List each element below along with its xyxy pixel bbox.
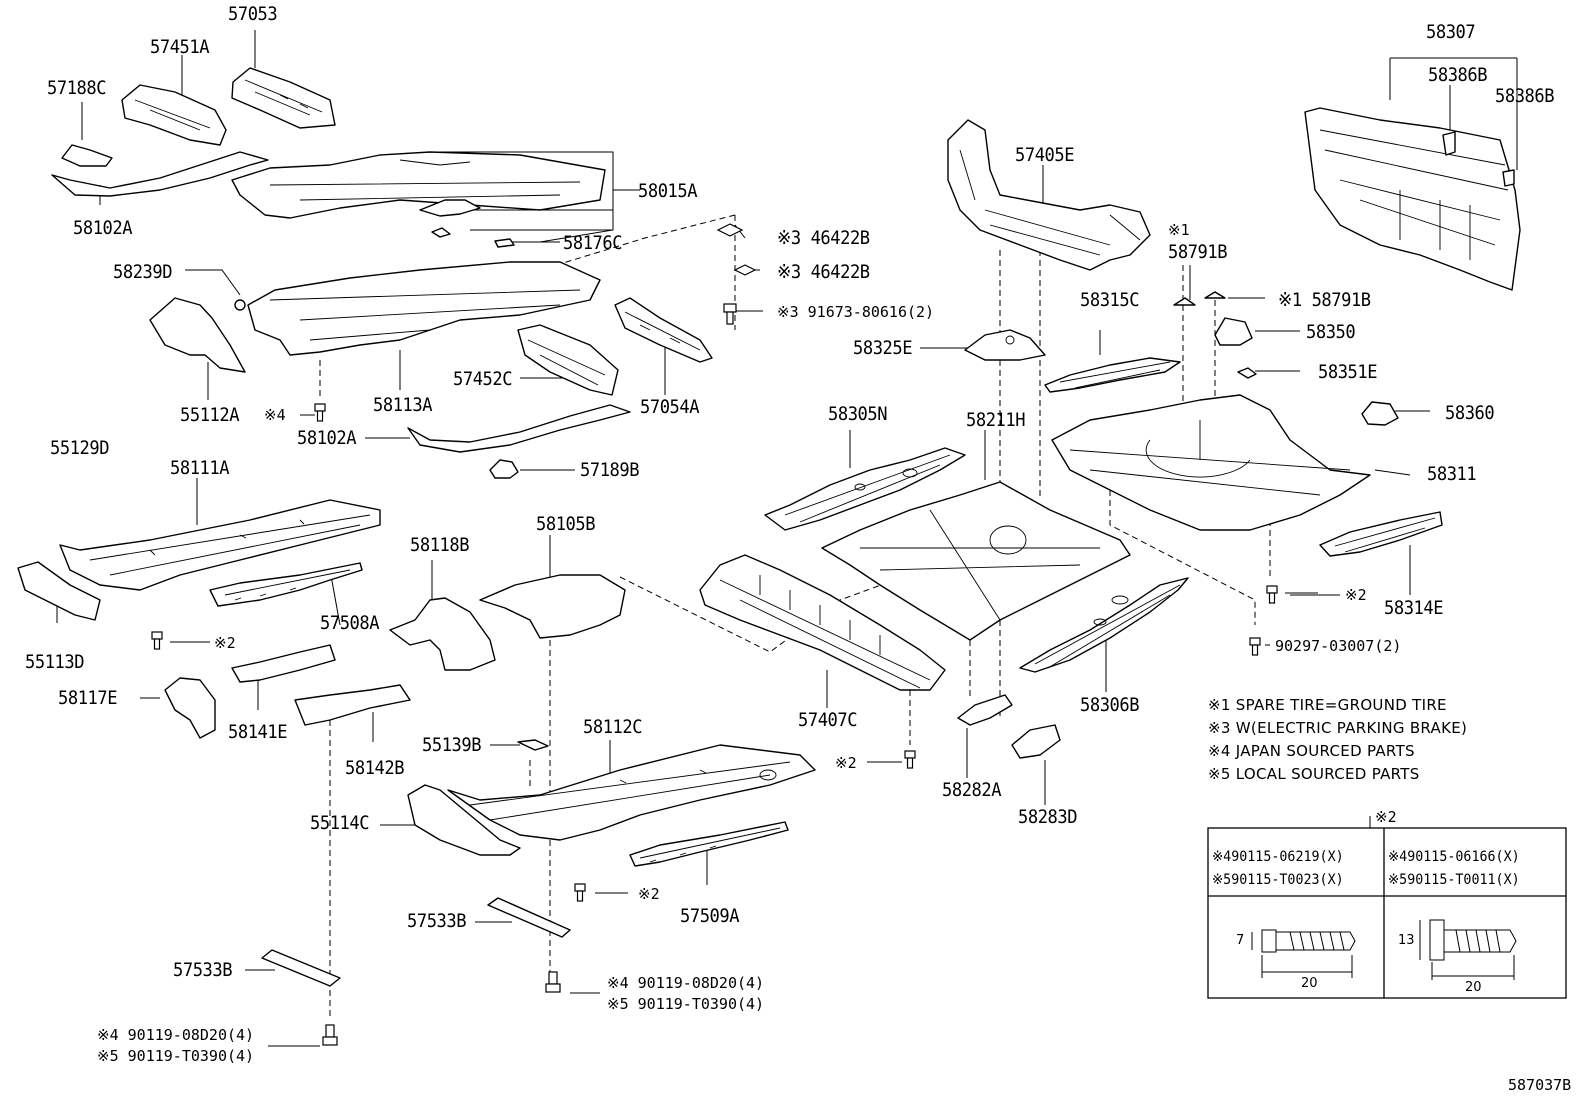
label-46422B-b: ※3 46422B [777, 261, 870, 283]
label-58117E: 58117E [58, 687, 118, 709]
label-58791B-a: 58791B [1168, 241, 1228, 263]
label-58211H: 58211H [966, 409, 1026, 431]
label-58239D: 58239D [113, 261, 173, 283]
label-55139B: 55139B [422, 734, 482, 756]
label-58118B: 58118B [410, 534, 470, 556]
label-bolt-center-japan: ※4 90119-08D20(4) [607, 974, 765, 992]
footnote-japan-sourced: ※4 JAPAN SOURCED PARTS [1208, 742, 1415, 760]
footnote-electric-parking-brake: ※3 W(ELECTRIC PARKING BRAKE) [1208, 719, 1468, 737]
label-bolt-mark-b: ※2 [638, 885, 660, 903]
bolt-table-left-height: 7 [1236, 933, 1245, 948]
label-57452C: 57452C [453, 368, 513, 390]
label-57407C: 57407C [798, 709, 858, 731]
label-57533B-b: 57533B [173, 959, 233, 981]
label-58102A-mid: 58102A [297, 427, 357, 449]
footnote-local-sourced: ※5 LOCAL SOURCED PARTS [1208, 765, 1420, 783]
label-91673-80616: ※3 91673-80616(2) [777, 303, 935, 321]
bolt-table-left-japan: ※490115-06219(X) [1212, 849, 1344, 865]
label-58311: 58311 [1427, 463, 1477, 485]
bolt-table-left-length: 20 [1301, 976, 1318, 991]
label-bolt-left-local: ※5 90119-T0390(4) [97, 1047, 255, 1065]
bolt-table-right-local: ※590115-T0011(X) [1388, 872, 1520, 888]
label-57533B-a: 57533B [407, 910, 467, 932]
label-57451A: 57451A [150, 36, 210, 58]
label-58307: 58307 [1426, 21, 1476, 43]
bolt-table-right-length: 20 [1465, 980, 1482, 995]
label-58176C: 58176C [563, 232, 623, 254]
label-58142B: 58142B [345, 757, 405, 779]
label-90297-03007: 90297-03007(2) [1275, 637, 1402, 655]
label-58102A: 58102A [73, 217, 133, 239]
label-55129D: 55129D [50, 437, 110, 459]
label-57189B: 57189B [580, 459, 640, 481]
diagram-id: 587037B [1508, 1076, 1572, 1094]
label-46422B-a: ※3 46422B [777, 227, 870, 249]
label-58386B-a: 58386B [1428, 64, 1488, 86]
bolt-table-title: ※2 [1375, 808, 1397, 826]
label-57054A: 57054A [640, 396, 700, 418]
label-57053: 57053 [228, 3, 278, 25]
label-55112A: 55112A [180, 404, 240, 426]
label-58386B-b: 58386B [1495, 85, 1555, 107]
label-58141E: 58141E [228, 721, 288, 743]
label-japan-sourced-mark: ※4 [264, 406, 286, 424]
label-58360: 58360 [1445, 402, 1495, 424]
label-bolt-mark-d: ※2 [1345, 586, 1367, 604]
table-bolt-drawings [1251, 919, 1517, 980]
label-58305N: 58305N [828, 403, 888, 425]
label-58282A: 58282A [942, 779, 1002, 801]
label-55114C: 55114C [310, 812, 370, 834]
label-bolt-center-local: ※5 90119-T0390(4) [607, 995, 765, 1013]
bolts [151, 223, 1278, 1046]
bolt-table-frame [1207, 827, 1567, 999]
label-58306B: 58306B [1080, 694, 1140, 716]
label-bolt-left-japan: ※4 90119-08D20(4) [97, 1026, 255, 1044]
label-58112C: 58112C [583, 716, 643, 738]
label-57188C: 57188C [47, 77, 107, 99]
part-shapes [17, 67, 1521, 987]
label-58105B: 58105B [536, 513, 596, 535]
label-57508A: 57508A [320, 612, 380, 634]
bolt-table-right-japan: ※490115-06166(X) [1388, 849, 1520, 865]
footnotes: ※1 SPARE TIRE=GROUND TIRE ※3 W(ELECTRIC … [1208, 697, 1467, 783]
label-55113D: 55113D [25, 651, 85, 673]
label-58791B-b: ※1 58791B [1278, 289, 1371, 311]
label-58350: 58350 [1306, 321, 1356, 343]
label-58015A: 58015A [638, 180, 698, 202]
label-bolt-mark-a: ※2 [214, 634, 236, 652]
label-58113A: 58113A [373, 394, 433, 416]
label-58315C: 58315C [1080, 289, 1140, 311]
label-57405E: 57405E [1015, 144, 1075, 166]
bolt-table-right-height: 13 [1398, 933, 1415, 948]
label-58314E: 58314E [1384, 597, 1444, 619]
label-spare-tire-mark: ※1 [1168, 221, 1190, 239]
label-58325E: 58325E [853, 337, 913, 359]
footnote-spare-tire: ※1 SPARE TIRE=GROUND TIRE [1208, 696, 1447, 714]
bolt-table-left-local: ※590115-T0023(X) [1212, 872, 1344, 888]
label-58111A: 58111A [170, 457, 230, 479]
label-58351E: 58351E [1318, 361, 1378, 383]
label-bolt-mark-c: ※2 [835, 754, 857, 772]
label-58283D: 58283D [1018, 806, 1078, 828]
label-57509A: 57509A [680, 905, 740, 927]
